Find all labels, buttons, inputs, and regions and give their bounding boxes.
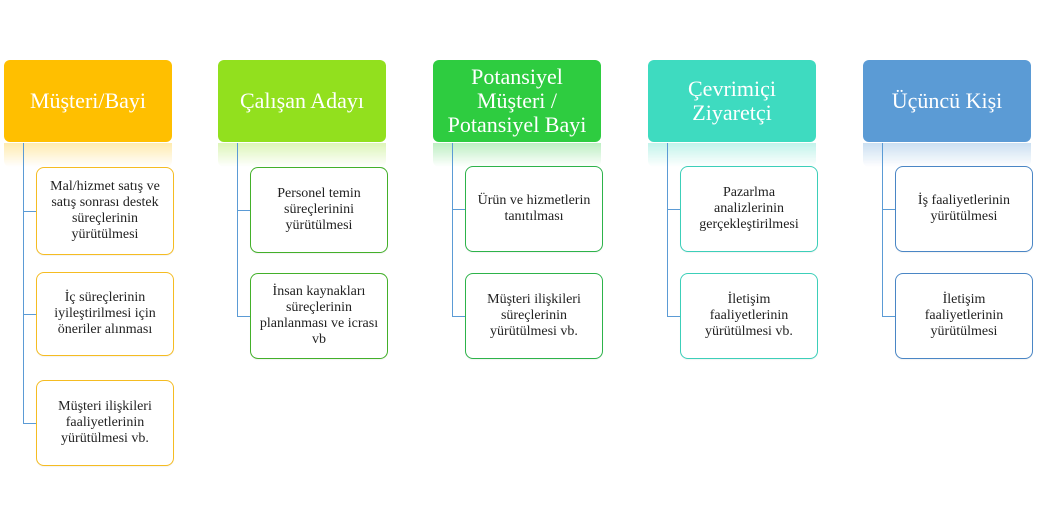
- connector-line: [667, 143, 668, 316]
- column-header: Çevrimiçi Ziyaretçi: [648, 60, 816, 142]
- header-reflection: [648, 143, 816, 167]
- connector-branch: [882, 316, 895, 317]
- item-card: İç süreçlerinin iyileştirilmesi için öne…: [36, 272, 174, 356]
- item-card: Mal/hizmet satış ve satış sonrası destek…: [36, 167, 174, 255]
- connector-line: [23, 143, 24, 423]
- connector-branch: [237, 210, 250, 211]
- connector-branch: [23, 423, 36, 424]
- connector-line: [882, 143, 883, 316]
- connector-branch: [23, 211, 36, 212]
- connector-branch: [667, 209, 680, 210]
- column-header: Potansiyel Müşteri / Potansiyel Bayi: [433, 60, 601, 142]
- item-card: Pazarlma analizlerinin gerçekleştirilmes…: [680, 166, 818, 252]
- connector-branch: [237, 316, 250, 317]
- header-reflection: [433, 143, 601, 167]
- item-card: İletişim faaliyetlerinin yürütülmesi vb.: [680, 273, 818, 359]
- column-header: Çalışan Adayı: [218, 60, 386, 142]
- connector-branch: [667, 316, 680, 317]
- connector-branch: [452, 209, 465, 210]
- item-card: İnsan kaynakları süreçlerinin planlanmas…: [250, 273, 388, 359]
- item-card: İş faaliyetlerinin yürütülmesi: [895, 166, 1033, 252]
- connector-line: [452, 143, 453, 316]
- connector-line: [237, 143, 238, 316]
- header-reflection: [218, 143, 386, 167]
- item-card: Müşteri ilişkileri süreçlerinin yürütülm…: [465, 273, 603, 359]
- header-reflection: [4, 143, 172, 167]
- item-card: İletişim faaliyetlerinin yürütülmesi: [895, 273, 1033, 359]
- column-header: Üçüncü Kişi: [863, 60, 1031, 142]
- connector-branch: [23, 314, 36, 315]
- connector-branch: [882, 209, 895, 210]
- item-card: Müşteri ilişkileri faaliyetlerinin yürüt…: [36, 380, 174, 466]
- column-header: Müşteri/Bayi: [4, 60, 172, 142]
- item-card: Personel temin süreçlerinini yürütülmesi: [250, 167, 388, 253]
- item-card: Ürün ve hizmetlerin tanıtılması: [465, 166, 603, 252]
- connector-branch: [452, 316, 465, 317]
- header-reflection: [863, 143, 1031, 167]
